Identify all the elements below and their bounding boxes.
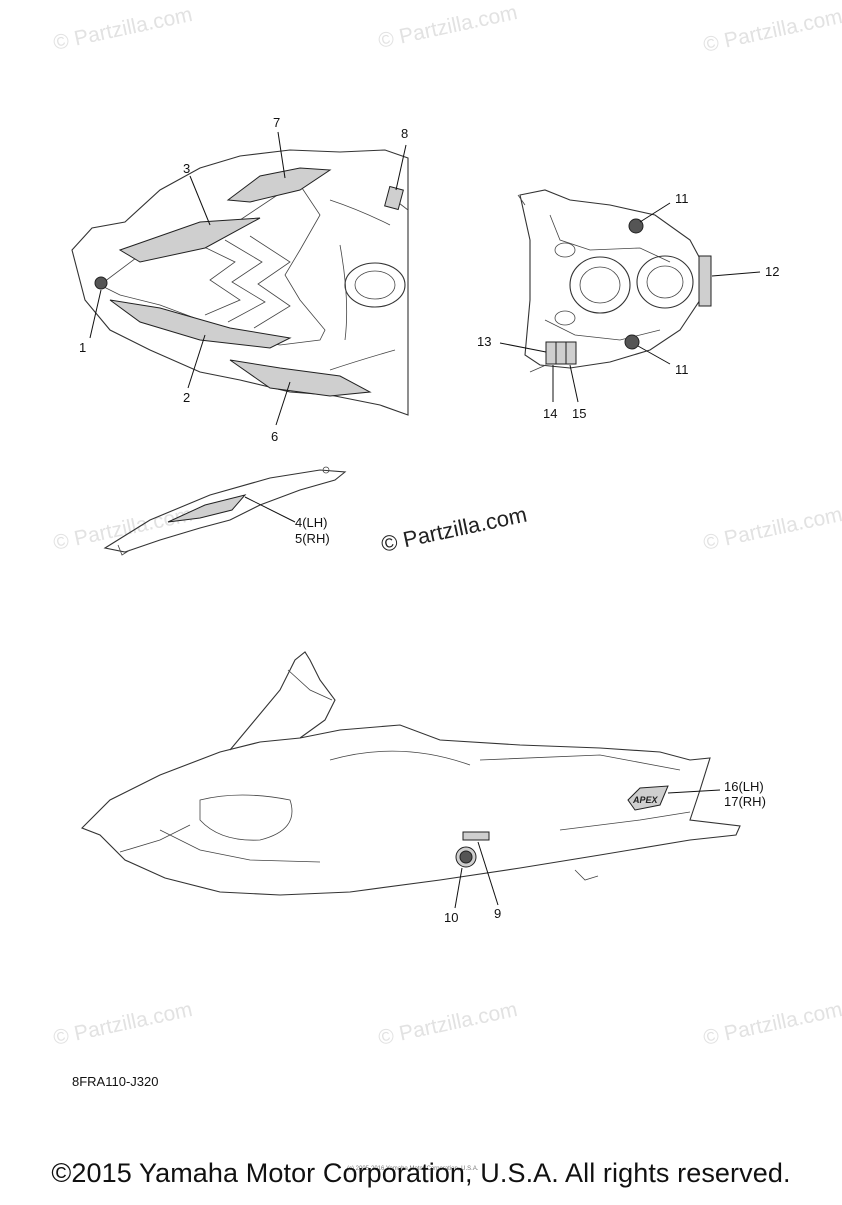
callout-10: 10 [444, 910, 458, 925]
center-watermark: © Partzilla.com [379, 502, 529, 557]
callout-5: 5(RH) [295, 531, 330, 546]
hood-top-view [71, 131, 409, 426]
watermark: © Partzilla.com [376, 998, 519, 1050]
fine-print: (c) 2005-2016 Yamaha Motor Corporation, … [347, 1166, 479, 1172]
watermark: © Partzilla.com [701, 503, 842, 555]
side-view-callouts: 16(LH) 17(RH) 10 9 [444, 779, 766, 925]
rear-top-view [499, 189, 761, 403]
callout-8: 8 [401, 126, 408, 141]
callout-17: 17(RH) [724, 794, 766, 809]
callout-11: 11 [675, 191, 689, 206]
snowmobile-side-view: APEX [81, 651, 741, 909]
watermark: © Partzilla.com [701, 5, 842, 57]
copyright-notice: ©2015 Yamaha Motor Corporation, U.S.A. A… [51, 1158, 791, 1188]
side-panel-view [103, 466, 347, 556]
callout-12: 12 [765, 264, 779, 279]
callout-7: 7 [273, 115, 280, 130]
callout-1: 1 [79, 340, 86, 355]
apex-decal-text: APEX [632, 795, 659, 805]
callout-3: 3 [183, 161, 190, 176]
watermark: © Partzilla.com [51, 3, 194, 55]
watermark: © Partzilla.com [51, 998, 194, 1050]
callout-6: 6 [271, 429, 278, 444]
side-panel-callouts: 4(LH) 5(RH) [295, 515, 330, 546]
rear-callouts: 11 12 11 13 14 15 [477, 191, 779, 421]
diagram-id: 8FRA110-J320 [72, 1074, 158, 1089]
callout-9: 9 [494, 906, 501, 921]
callout-16: 16(LH) [724, 779, 764, 794]
callout-15: 15 [572, 406, 586, 421]
watermark: © Partzilla.com [376, 1, 519, 53]
callout-11: 11 [675, 362, 689, 377]
callout-2: 2 [183, 390, 190, 405]
callout-14: 14 [543, 406, 557, 421]
hood-callouts: 1 2 3 6 7 8 [79, 115, 408, 444]
callout-13: 13 [477, 334, 491, 349]
callout-4: 4(LH) [295, 515, 328, 530]
watermark: © Partzilla.com [701, 998, 842, 1050]
